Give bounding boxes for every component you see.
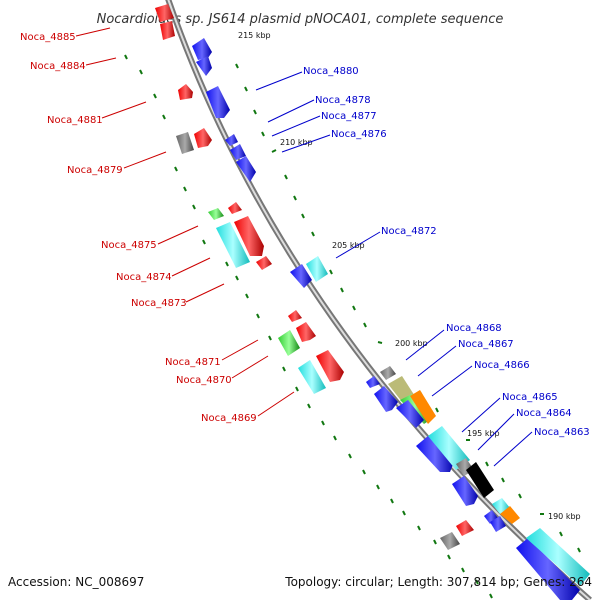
gene-label: Noca_4884 xyxy=(30,61,86,72)
gene-box xyxy=(216,222,250,268)
gene-label: Noca_4867 xyxy=(458,339,514,350)
gene-arrow xyxy=(296,322,316,342)
gene-arrow xyxy=(288,310,302,322)
gene-box xyxy=(298,360,326,394)
gene-arrow xyxy=(194,128,212,148)
gene-box xyxy=(176,132,194,154)
scale-label: 195 kbp xyxy=(467,429,500,438)
gene-box xyxy=(208,208,224,220)
gene-box xyxy=(466,462,494,498)
gene-label: Noca_4870 xyxy=(176,375,232,386)
gene-arrow xyxy=(155,4,174,22)
scale-label: 205 kbp xyxy=(332,241,365,250)
scale-label: 200 kbp xyxy=(395,339,428,348)
accession-text: Accession: NC_008697 xyxy=(8,575,144,589)
scale-label: 215 kbp xyxy=(238,31,271,40)
gene-label: Noca_4866 xyxy=(474,360,530,371)
gene-label: Noca_4863 xyxy=(534,427,590,438)
gene-arrow xyxy=(456,520,474,536)
gene-arrow xyxy=(225,134,238,146)
backbone-arc-highlight xyxy=(167,0,591,600)
gene-label: Noca_4868 xyxy=(446,323,502,334)
right-leader-lines xyxy=(255,71,533,467)
inner-genes xyxy=(155,4,474,550)
gene-label: Noca_4872 xyxy=(381,226,437,237)
gene-box xyxy=(380,366,396,380)
gene-label: Noca_4877 xyxy=(321,111,377,122)
gene-box xyxy=(306,256,328,282)
gene-label: Noca_4879 xyxy=(67,165,123,176)
gene-arrow xyxy=(236,156,256,182)
gene-label: Noca_4880 xyxy=(303,66,359,77)
gene-box xyxy=(410,390,436,424)
gene-label: Noca_4871 xyxy=(165,357,221,368)
gene-arrow xyxy=(452,476,478,506)
gene-arrow xyxy=(374,386,398,412)
gene-arrow xyxy=(290,264,312,288)
gene-arrow xyxy=(516,538,580,600)
inner-ticks xyxy=(124,54,493,599)
gene-arrow xyxy=(178,84,193,100)
gene-label: Noca_4869 xyxy=(201,413,257,424)
sequence-info-text: Topology: circular; Length: 307,814 bp; … xyxy=(284,575,592,589)
left-labels: Noca_4885 Noca_4884 Noca_4881 Noca_4879 … xyxy=(20,32,257,424)
gene-label: Noca_4875 xyxy=(101,240,157,251)
gene-arrow xyxy=(230,144,246,160)
gene-label: Noca_4878 xyxy=(315,95,371,106)
gene-arrow xyxy=(228,202,242,214)
gene-box xyxy=(500,506,520,524)
gene-box xyxy=(428,426,470,470)
map-title: Nocardioides sp. JS614 plasmid pNOCA01, … xyxy=(97,12,504,27)
gene-arrow xyxy=(256,256,272,270)
gene-arrow xyxy=(396,400,424,428)
gene-label: Noca_4885 xyxy=(20,32,76,43)
outer-genes xyxy=(192,38,590,600)
gene-arrow xyxy=(490,516,506,532)
gene-label: Noca_4864 xyxy=(516,408,572,419)
gene-arrow xyxy=(234,216,264,256)
gene-arrow xyxy=(160,21,175,40)
scale-label: 190 kbp xyxy=(548,512,581,521)
gene-label: Noca_4876 xyxy=(331,129,387,140)
gene-label: Noca_4881 xyxy=(47,115,103,126)
gene-arrow xyxy=(366,376,380,388)
gene-label: Noca_4873 xyxy=(131,298,187,309)
gene-box xyxy=(440,532,460,550)
outer-ticks xyxy=(235,63,581,553)
gene-box xyxy=(278,330,300,356)
gene-label: Noca_4865 xyxy=(502,392,558,403)
gene-arrow xyxy=(192,38,212,60)
gene-box xyxy=(526,528,590,586)
gene-arrow xyxy=(316,350,344,382)
gene-arrow xyxy=(416,436,454,472)
gene-arrow xyxy=(206,86,230,118)
gene-arrow xyxy=(196,56,212,76)
gene-label: Noca_4874 xyxy=(116,272,172,283)
left-leader-lines xyxy=(75,27,295,417)
backbone-arc xyxy=(165,0,592,600)
right-labels: Noca_4880 Noca_4878 Noca_4877 Noca_4876 … xyxy=(303,66,590,438)
scale-label: 210 kbp xyxy=(280,138,313,147)
